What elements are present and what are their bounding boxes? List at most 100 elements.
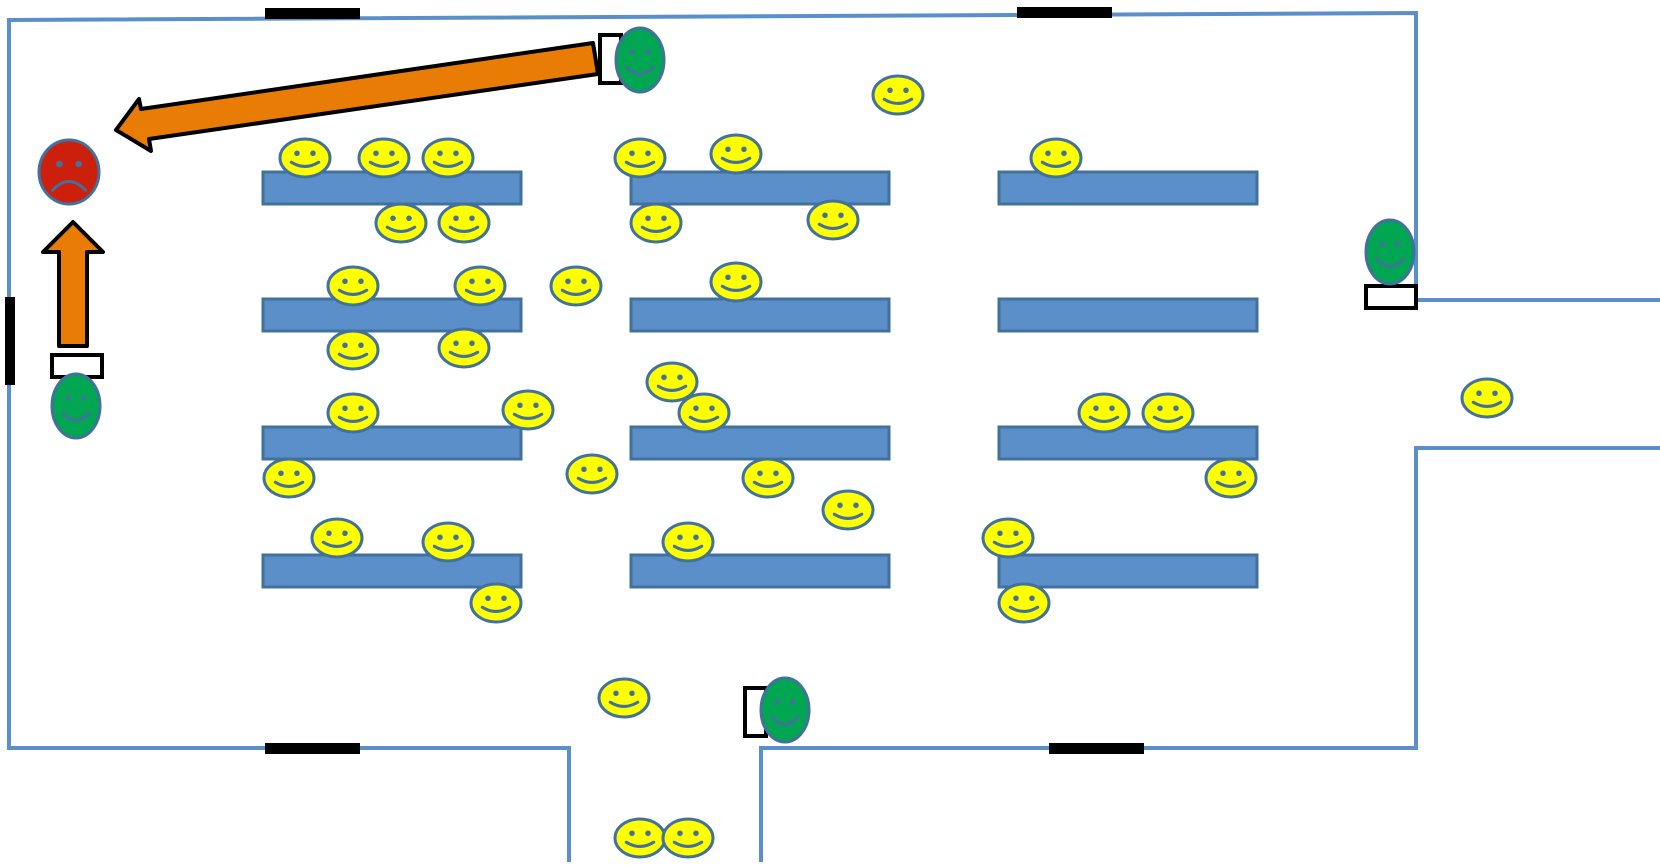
face-mouth bbox=[512, 412, 544, 420]
face-eye bbox=[533, 402, 539, 408]
face-outline bbox=[981, 517, 1035, 559]
face-mouth bbox=[672, 544, 704, 552]
face-mouth bbox=[273, 480, 305, 488]
happy-face-icon bbox=[421, 521, 475, 563]
face-outline bbox=[326, 265, 380, 307]
happy-face-icon bbox=[645, 361, 699, 403]
happy-face-icon bbox=[374, 202, 428, 244]
face-outline bbox=[677, 392, 731, 434]
face-eye bbox=[677, 830, 683, 836]
face-eye bbox=[903, 87, 909, 93]
face-outline bbox=[326, 392, 380, 434]
face-outline bbox=[501, 389, 555, 431]
face-eye bbox=[581, 278, 587, 284]
face-outline bbox=[597, 677, 651, 719]
face-eye bbox=[741, 146, 747, 152]
happy-face-icon bbox=[357, 137, 411, 179]
face-mouth bbox=[337, 288, 369, 296]
face-mouth bbox=[656, 384, 688, 392]
face-eye bbox=[81, 395, 87, 401]
happy-face-icon bbox=[1204, 457, 1258, 499]
face-eye bbox=[389, 150, 395, 156]
face-mouth bbox=[448, 225, 480, 233]
observer-face-icon bbox=[759, 676, 811, 744]
face-mouth bbox=[752, 480, 784, 488]
camera-icon bbox=[1364, 284, 1418, 310]
happy-face-icon bbox=[629, 202, 683, 244]
happy-face-icon bbox=[677, 392, 731, 434]
face-eye bbox=[1029, 595, 1035, 601]
face-eye bbox=[326, 530, 332, 536]
people bbox=[37, 26, 1514, 859]
face-mouth bbox=[672, 840, 704, 848]
face-mouth bbox=[432, 544, 464, 552]
face-mouth bbox=[480, 605, 512, 613]
happy-face-icon bbox=[997, 582, 1051, 624]
face-eye bbox=[645, 49, 651, 55]
observer-face-icon bbox=[1364, 218, 1416, 286]
face-eye bbox=[1379, 241, 1385, 247]
face-eye bbox=[613, 690, 619, 696]
face-eye bbox=[358, 405, 364, 411]
face-mouth bbox=[817, 222, 849, 230]
face-mouth bbox=[720, 284, 752, 292]
face-outline bbox=[357, 137, 411, 179]
face-mouth bbox=[321, 540, 353, 548]
face-mouth bbox=[337, 352, 369, 360]
face-outline bbox=[871, 74, 925, 116]
face-outline bbox=[565, 453, 619, 495]
happy-face-icon bbox=[806, 199, 860, 241]
face-eye bbox=[997, 530, 1003, 536]
face-mouth bbox=[560, 288, 592, 296]
face-eye bbox=[677, 374, 683, 380]
face-mouth bbox=[688, 415, 720, 423]
face-eye bbox=[661, 215, 667, 221]
window-marker bbox=[1049, 743, 1144, 754]
face-mouth bbox=[289, 160, 321, 168]
face-eye bbox=[741, 274, 747, 280]
face-mouth bbox=[576, 476, 608, 484]
face-outline bbox=[997, 582, 1051, 624]
face-outline bbox=[437, 202, 491, 244]
face-eye bbox=[565, 278, 571, 284]
face-eye bbox=[342, 530, 348, 536]
face-outline bbox=[614, 26, 666, 94]
desk-table bbox=[261, 425, 523, 461]
face-eye bbox=[469, 215, 475, 221]
desk-table bbox=[629, 425, 891, 461]
movement-arrows bbox=[41, 41, 600, 348]
face-outline bbox=[1141, 392, 1195, 434]
face-outline bbox=[437, 327, 491, 369]
face-eye bbox=[56, 160, 63, 168]
happy-face-icon bbox=[1460, 377, 1514, 419]
face-eye bbox=[757, 470, 763, 476]
face-eye bbox=[629, 690, 635, 696]
face-outline bbox=[1460, 377, 1514, 419]
face-outline bbox=[806, 199, 860, 241]
happy-face-icon bbox=[421, 137, 475, 179]
face-eye bbox=[485, 278, 491, 284]
face-eye bbox=[390, 215, 396, 221]
face-mouth bbox=[51, 179, 87, 192]
face-outline bbox=[661, 817, 715, 859]
happy-face-icon bbox=[709, 261, 763, 303]
face-outline bbox=[1204, 457, 1258, 499]
face-eye bbox=[581, 466, 587, 472]
face-outline bbox=[278, 137, 332, 179]
face-eye bbox=[837, 502, 843, 508]
face-eye bbox=[693, 405, 699, 411]
face-outline bbox=[709, 261, 763, 303]
window-marker bbox=[1017, 7, 1112, 18]
face-mouth bbox=[882, 97, 914, 105]
face-mouth bbox=[624, 840, 656, 848]
face-outline bbox=[759, 676, 811, 744]
face-eye bbox=[853, 502, 859, 508]
face-outline bbox=[326, 329, 380, 371]
wall-segment bbox=[759, 446, 1660, 862]
face-mouth bbox=[992, 540, 1024, 548]
happy-face-icon bbox=[326, 329, 380, 371]
face-eye bbox=[629, 49, 635, 55]
face-mouth bbox=[1088, 415, 1120, 423]
face-eye bbox=[790, 699, 796, 705]
